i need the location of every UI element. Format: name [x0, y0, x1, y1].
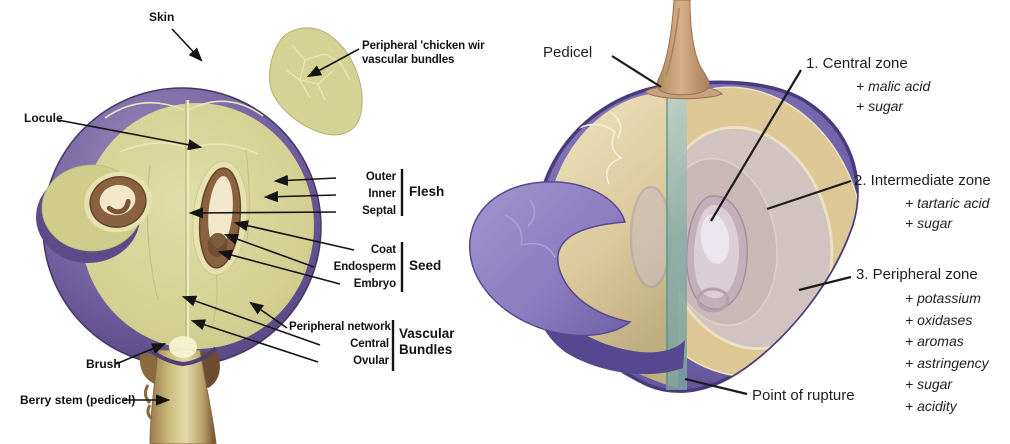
label-chicken-wire-line2: vascular bundles — [362, 54, 455, 66]
label-vascular-peripheral-network: Peripheral network — [289, 321, 391, 333]
label-chicken-wire-line1: Peripheral 'chicken wir — [362, 40, 485, 52]
chicken-wire-veins — [285, 44, 351, 101]
central-vascular-strand — [666, 90, 687, 390]
zone3-item: + oxidases — [905, 311, 973, 328]
label-point-of-rupture: Point of rupture — [752, 387, 855, 404]
label-locule: Locule — [24, 111, 63, 125]
zone3-item: + aromas — [905, 333, 964, 349]
label-flesh-septal: Septal — [362, 205, 396, 217]
label-vascular-central: Central — [350, 338, 389, 350]
zone1-items: + malic acid + sugar — [856, 76, 930, 116]
label-seed-group: Seed — [409, 258, 442, 273]
zone3-item: + acidity — [905, 397, 957, 414]
label-skin: Skin — [149, 10, 175, 24]
label-seed-embryo: Embryo — [353, 278, 396, 290]
label-vascular-group-line1: Vascular — [399, 326, 455, 341]
left-leader-lines — [57, 28, 360, 406]
label-seed-coat: Coat — [370, 244, 396, 256]
label-seed-endosperm: Endosperm — [333, 261, 396, 273]
left-berry-illustration — [36, 27, 404, 444]
zone1-item: + malic acid — [856, 78, 931, 94]
left-berry-stem — [139, 336, 220, 444]
right-berry-seed — [686, 195, 748, 313]
label-flesh-group: Flesh — [409, 184, 445, 199]
label-pedicel: Pedicel — [543, 44, 593, 61]
right-berry-illustration — [469, 0, 859, 396]
label-vascular-group-line2: Bundles — [399, 342, 453, 357]
label-zone1-title: 1. Central zone — [806, 55, 908, 72]
label-zone2-title: 2. Intermediate zone — [854, 172, 991, 189]
left-berry-peeled-flap — [269, 27, 363, 136]
zone3-items: + potassium + oxidases + aromas + astrin… — [905, 288, 989, 417]
left-seed-cross-section — [84, 171, 152, 233]
zone1-item: + sugar — [856, 98, 904, 114]
left-group-brackets — [391, 169, 404, 371]
label-vascular-ovular: Ovular — [353, 355, 389, 367]
zone3-item: + potassium — [905, 290, 981, 306]
label-chicken-wire: Peripheral 'chicken wir vascular bundles — [362, 39, 485, 67]
right-berry-ghost-seed — [629, 185, 673, 289]
label-flesh-inner: Inner — [368, 188, 396, 200]
zone2-items: + tartaric acid + sugar — [905, 193, 989, 233]
right-berry-pedicel — [644, 0, 723, 100]
left-berry-brush — [169, 336, 197, 358]
zone3-item: + astringency — [905, 354, 989, 371]
label-flesh-outer: Outer — [365, 171, 396, 183]
zone2-item: + tartaric acid — [905, 195, 990, 211]
label-brush: Brush — [86, 357, 121, 371]
right-leader-lines — [611, 55, 852, 396]
label-zone3-title: 3. Peripheral zone — [856, 266, 978, 283]
zone2-item: + sugar — [905, 215, 953, 231]
right-berry-peeled-flap — [469, 181, 685, 375]
label-vascular-group: Vascular Bundles — [399, 326, 455, 358]
label-berry-stem: Berry stem (pedicel) — [20, 393, 136, 407]
zone3-item: + sugar — [905, 376, 953, 392]
